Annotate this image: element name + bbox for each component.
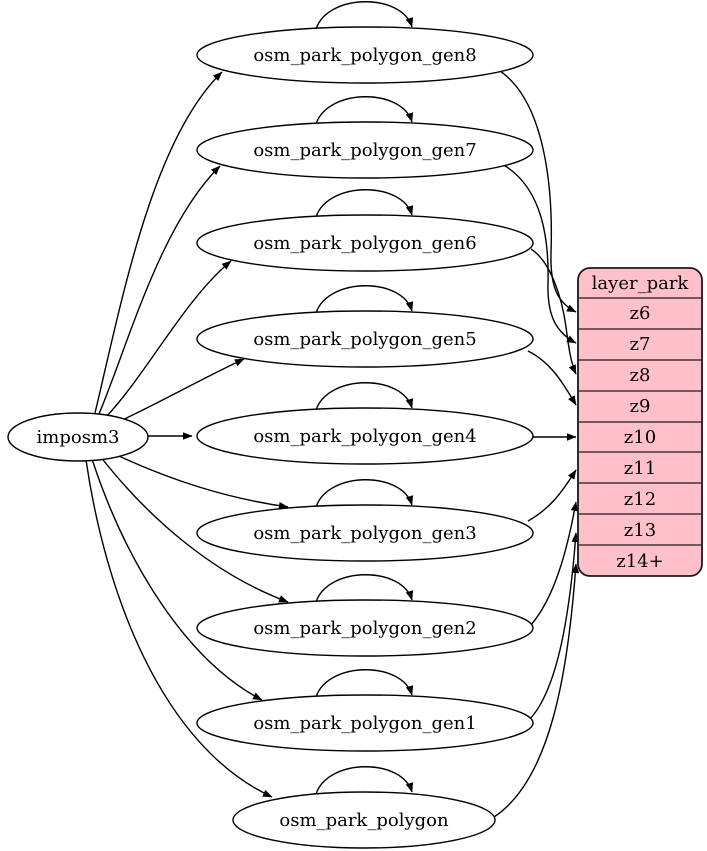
gen5-label: osm_park_polygon_gen5 [253,329,476,350]
self-loop-gen3 [315,479,414,508]
node-osm-park-polygon-gen3: osm_park_polygon_gen3 [196,504,534,562]
node-osm-park-polygon-gen8: osm_park_polygon_gen8 [196,26,534,84]
gen2-ellipse [196,599,534,657]
self-loop-polygon [315,766,414,795]
gen3-ellipse [196,504,534,562]
edges-layer [85,1,580,818]
node-imposm3: imposm3 [7,412,149,462]
imposm3-label: imposm3 [37,427,120,448]
edge-imposm3-to-gen2 [99,455,289,603]
self-loop-gen4 [315,382,414,411]
gen7-label: osm_park_polygon_gen7 [253,140,476,161]
edge-imposm3-to-gen1 [91,458,263,701]
gen1-label: osm_park_polygon_gen1 [253,713,476,734]
layer-park-row-z6: z6 [630,303,651,324]
edge-imposm3-to-polygon [85,459,273,798]
layer-park-row-z14plus: z14+ [616,551,663,572]
gen2-label: osm_park_polygon_gen2 [253,618,476,639]
gen4-label: osm_park_polygon_gen4 [253,426,476,447]
edge-imposm3-to-gen8 [94,71,223,414]
gen3-label: osm_park_polygon_gen3 [253,523,476,544]
edge-imposm3-to-gen3 [109,451,289,510]
edge-gen2-to-z12 [530,501,579,626]
edge-gen6-to-z8 [530,248,577,375]
layer-park-row-z10: z10 [624,427,656,448]
gen4-ellipse [196,407,534,465]
node-osm-park-polygon-gen6: osm_park_polygon_gen6 [196,214,534,272]
layer-park-title: layer_park [592,273,690,294]
gen8-ellipse [196,26,534,84]
node-osm-park-polygon-gen5: osm_park_polygon_gen5 [196,310,534,368]
layer-park-row-z9: z9 [630,396,651,417]
self-loop-gen5 [315,285,414,314]
gen8-label: osm_park_polygon_gen8 [253,45,476,66]
edge-imposm3-to-gen7 [98,165,221,415]
edge-gen7-to-z7 [501,163,577,344]
gen7-ellipse [196,121,534,179]
gen6-label: osm_park_polygon_gen6 [253,233,476,254]
edge-imposm3-to-gen6 [105,260,232,418]
edge-gen3-to-z11 [527,469,577,522]
self-loop-gen7 [315,96,414,125]
self-loop-gen8 [315,1,414,30]
gen6-ellipse [196,214,534,272]
layer-park-row-z12: z12 [624,489,656,510]
edge-gen8-to-z6 [496,68,577,313]
edge-gen5-to-z9 [527,350,577,406]
node-osm-park-polygon-gen2: osm_park_polygon_gen2 [196,599,534,657]
self-loop-gen2 [315,574,414,603]
gen5-ellipse [196,310,534,368]
edge-gen1-to-z13 [528,532,580,721]
nodes-layer: imposm3 osm_park_polygon_gen8 osm_park_p… [7,26,534,849]
self-loop-gen1 [315,669,414,698]
node-osm-park-polygon: osm_park_polygon [232,791,496,849]
layer-park-row-z11: z11 [624,458,656,479]
layer-park-row-z8: z8 [630,365,651,386]
polygon-label: osm_park_polygon [279,810,449,831]
edge-imposm3-to-gen5 [113,358,245,425]
node-osm-park-polygon-gen4: osm_park_polygon_gen4 [196,407,534,465]
polygon-ellipse [232,791,496,849]
self-loop-gen6 [315,189,414,218]
edge-polygon-to-z14plus [493,563,580,818]
layer-park-row-z13: z13 [624,520,656,541]
node-layer-park: layer_park z6 z7 z8 z9 z10 z11 z12 z13 z… [577,267,703,577]
layer-park-row-z7: z7 [630,334,651,355]
imposm3-ellipse [7,412,149,462]
node-osm-park-polygon-gen1: osm_park_polygon_gen1 [196,694,534,752]
node-osm-park-polygon-gen7: osm_park_polygon_gen7 [196,121,534,179]
gen1-ellipse [196,694,534,752]
